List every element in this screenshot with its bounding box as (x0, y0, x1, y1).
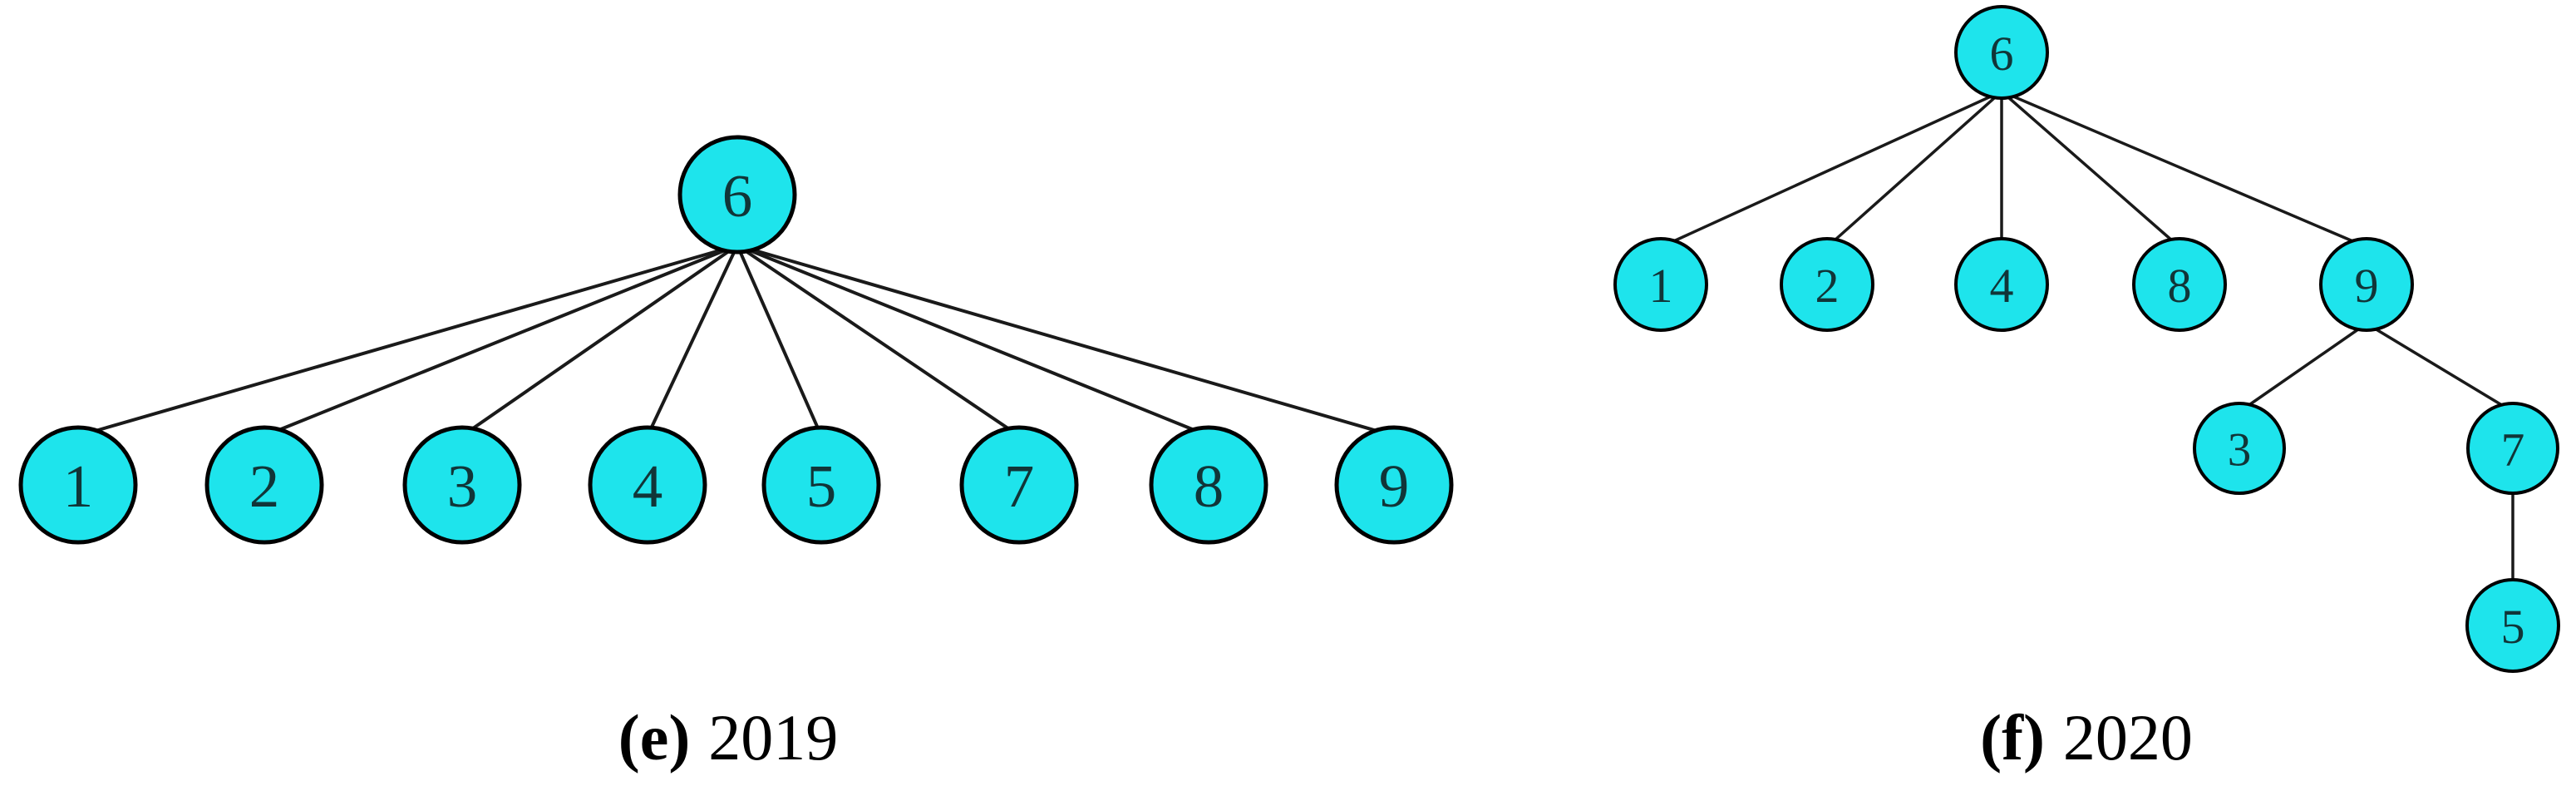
tree-edge-f-6-9 (2000, 90, 2368, 249)
node-label-f-9: 9 (2355, 259, 2379, 313)
node-label-e-6: 6 (722, 162, 753, 230)
node-circle-f-4 (1954, 237, 2049, 332)
panel-caption-f: (f)2020 (1820, 700, 2352, 775)
tree-edge-f-6-8 (2000, 90, 2181, 249)
tree-edge-f-9-3 (2238, 322, 2368, 413)
tree-node-f-8: 8 (2132, 237, 2227, 332)
node-circle-f-3 (2193, 402, 2286, 495)
panel-year-2019: 2019 (708, 701, 839, 774)
tree-node-e-4: 4 (588, 425, 707, 545)
node-circle-f-2 (1780, 237, 1874, 332)
node-circle-e-8 (1149, 425, 1268, 545)
panel-label-f: (f) (1980, 701, 2046, 774)
tree-edge-e-6-9 (736, 244, 1396, 438)
tree-edge-f-6-2 (1825, 90, 2003, 249)
tree-edge-e-6-3 (461, 244, 739, 438)
node-circle-e-2 (204, 425, 324, 545)
tree-node-f-1: 1 (1613, 237, 1708, 332)
tree-node-f-3: 3 (2193, 402, 2286, 495)
tree-node-f-7: 7 (2466, 402, 2559, 495)
panel-label-e: (e) (618, 701, 691, 774)
node-label-e-3: 3 (447, 452, 478, 520)
tree-edge-e-6-5 (736, 244, 823, 438)
node-circle-f-5 (2465, 578, 2560, 673)
tree-edge-e-6-7 (736, 244, 1021, 438)
node-circle-e-5 (761, 425, 881, 545)
node-label-e-7: 7 (1004, 452, 1035, 520)
tree-node-f-6: 6 (1954, 5, 2049, 100)
tree-node-f-4: 4 (1954, 237, 2049, 332)
node-circle-e-4 (588, 425, 707, 545)
tree-node-f-9: 9 (2319, 237, 2414, 332)
tree-edge-f-6-1 (1659, 90, 2003, 249)
tree-edge-e-6-4 (646, 244, 739, 438)
node-circle-f-8 (2132, 237, 2227, 332)
node-label-f-1: 1 (1649, 259, 1673, 313)
tree-node-f-2: 2 (1780, 237, 1874, 332)
tree-node-e-9: 9 (1334, 425, 1454, 545)
node-label-f-8: 8 (2168, 259, 2192, 313)
node-label-e-8: 8 (1194, 452, 1224, 520)
tree-edge-e-6-8 (736, 244, 1210, 438)
node-circle-e-9 (1334, 425, 1454, 545)
tree-node-e-1: 1 (18, 425, 138, 545)
node-label-f-6: 6 (1990, 27, 2014, 81)
tree-node-e-8: 8 (1149, 425, 1268, 545)
node-label-f-7: 7 (2501, 424, 2525, 477)
node-circle-e-1 (18, 425, 138, 545)
node-label-f-4: 4 (1990, 259, 2014, 313)
tree-node-e-5: 5 (761, 425, 881, 545)
node-label-e-5: 5 (806, 452, 837, 520)
node-label-e-4: 4 (633, 452, 663, 520)
node-circle-f-7 (2466, 402, 2559, 495)
tree-node-e-7: 7 (959, 425, 1079, 545)
node-label-f-5: 5 (2501, 600, 2525, 654)
node-circle-e-6 (677, 135, 797, 255)
tree-edge-e-6-2 (263, 244, 739, 438)
tree-edge-e-6-1 (76, 244, 739, 438)
node-circle-e-3 (402, 425, 522, 545)
tree-node-e-3: 3 (402, 425, 522, 545)
tree-node-e-2: 2 (204, 425, 324, 545)
tree-edge-f-9-7 (2365, 322, 2514, 413)
tree-node-f-5: 5 (2465, 578, 2560, 673)
node-label-f-2: 2 (1815, 259, 1840, 313)
node-label-e-1: 1 (63, 452, 94, 520)
node-label-f-3: 3 (2228, 424, 2252, 477)
node-circle-e-7 (959, 425, 1079, 545)
tree-node-e-6: 6 (677, 135, 797, 255)
panel-caption-e: (e)2019 (462, 700, 994, 775)
node-circle-f-1 (1613, 237, 1708, 332)
node-label-e-2: 2 (249, 452, 280, 520)
node-circle-f-9 (2319, 237, 2414, 332)
panel-year-2020: 2020 (2062, 701, 2193, 774)
node-label-e-9: 9 (1379, 452, 1410, 520)
node-circle-f-6 (1954, 5, 2049, 100)
